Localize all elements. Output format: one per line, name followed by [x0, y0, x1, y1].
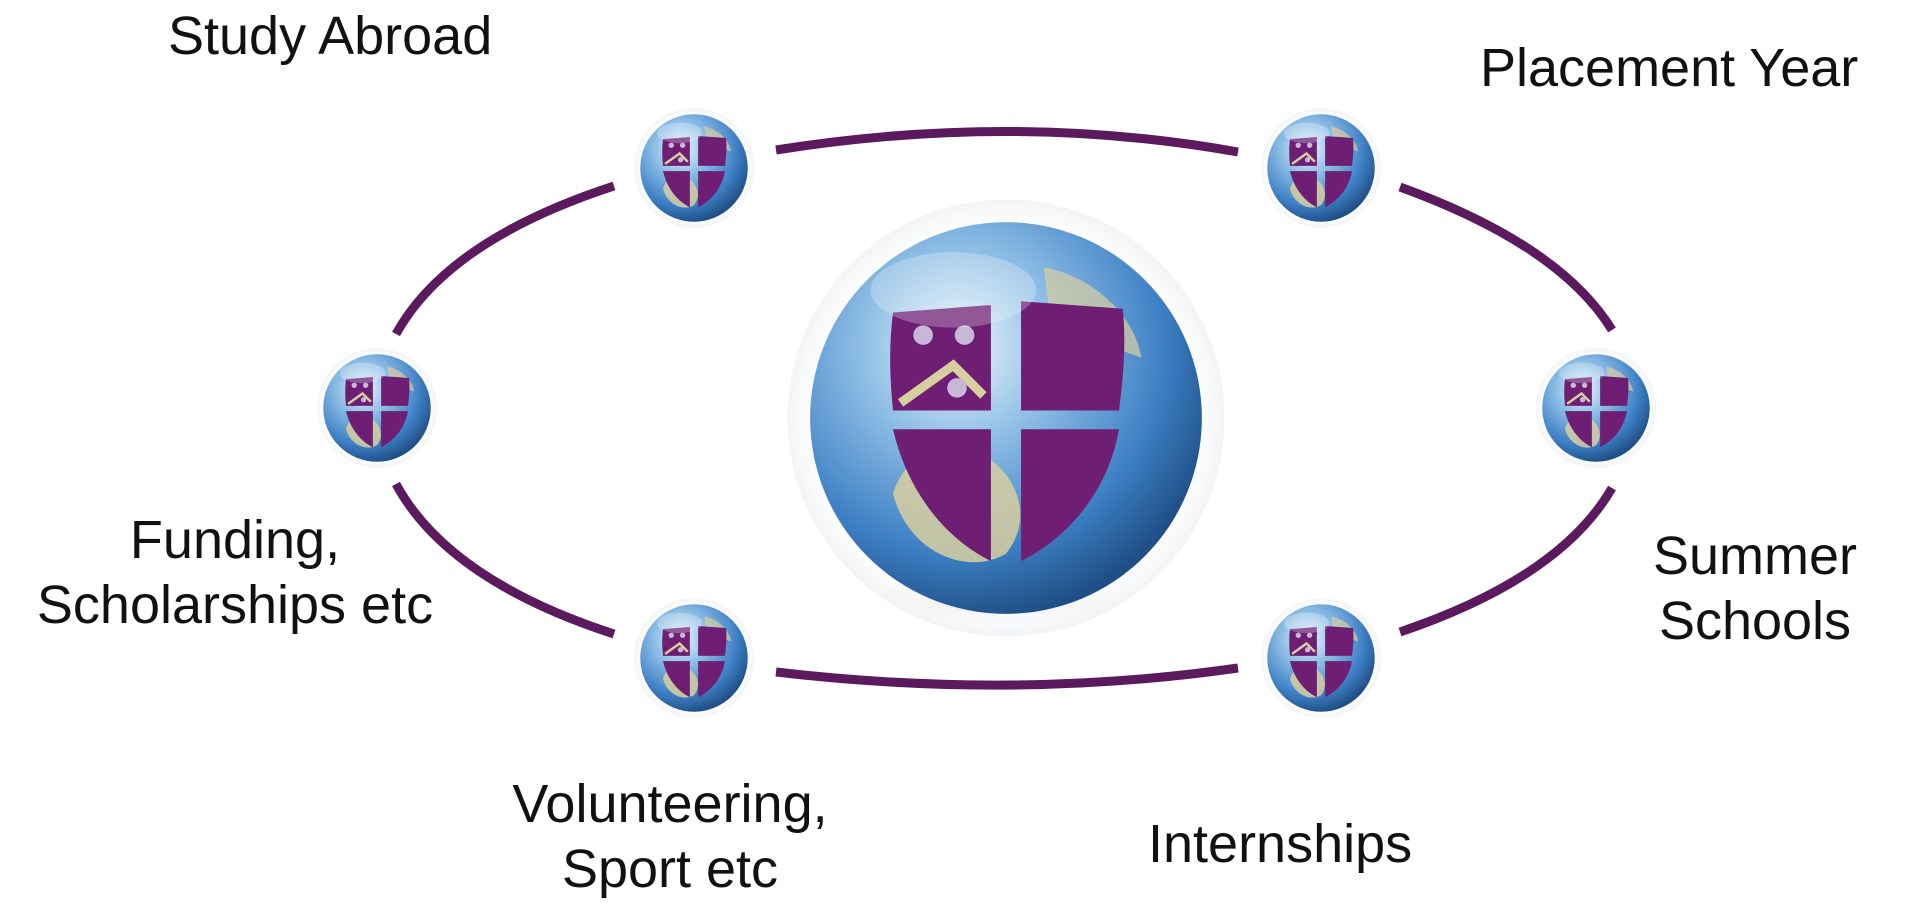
label-line: Placement Year — [1480, 38, 1859, 98]
ring-segment — [392, 481, 616, 639]
label-line: Scholarships etc — [36, 574, 434, 635]
label-internships: Internships — [1148, 812, 1412, 877]
label-placement-year: Placement Year — [1480, 36, 1858, 101]
ring-segment — [1398, 485, 1616, 637]
label-line: Internships — [1148, 814, 1413, 874]
label-funding: Funding, Scholarships etc — [10, 508, 460, 638]
ring-segment — [392, 181, 616, 337]
label-line: Sport etc — [561, 838, 779, 899]
node-study-abroad-globe-crest-icon — [632, 106, 756, 230]
node-summer-schools-globe-crest-icon — [1534, 346, 1658, 470]
ring-segment — [1398, 182, 1616, 333]
center-globe-crest-icon — [788, 200, 1225, 637]
node-layer — [315, 106, 1658, 720]
ring-segment — [775, 127, 1239, 157]
label-line: Study Abroad — [168, 6, 493, 66]
node-placement-year-globe-crest-icon — [1259, 106, 1383, 230]
node-volunteering-globe-crest-icon — [632, 596, 756, 720]
label-line: Volunteering, — [512, 774, 828, 834]
node-funding-globe-crest-icon — [315, 346, 439, 470]
label-line: Schools — [1658, 590, 1852, 651]
label-study-abroad: Study Abroad — [168, 4, 492, 69]
label-line: Funding, — [129, 510, 341, 570]
ring-segment — [775, 663, 1239, 690]
label-volunteering: Volunteering, Sport etc — [470, 772, 870, 902]
node-internships-globe-crest-icon — [1259, 596, 1383, 720]
connector-ring — [392, 127, 1616, 690]
label-summer-schools: Summer Schools — [1600, 524, 1909, 654]
label-line: Summer — [1652, 526, 1858, 586]
